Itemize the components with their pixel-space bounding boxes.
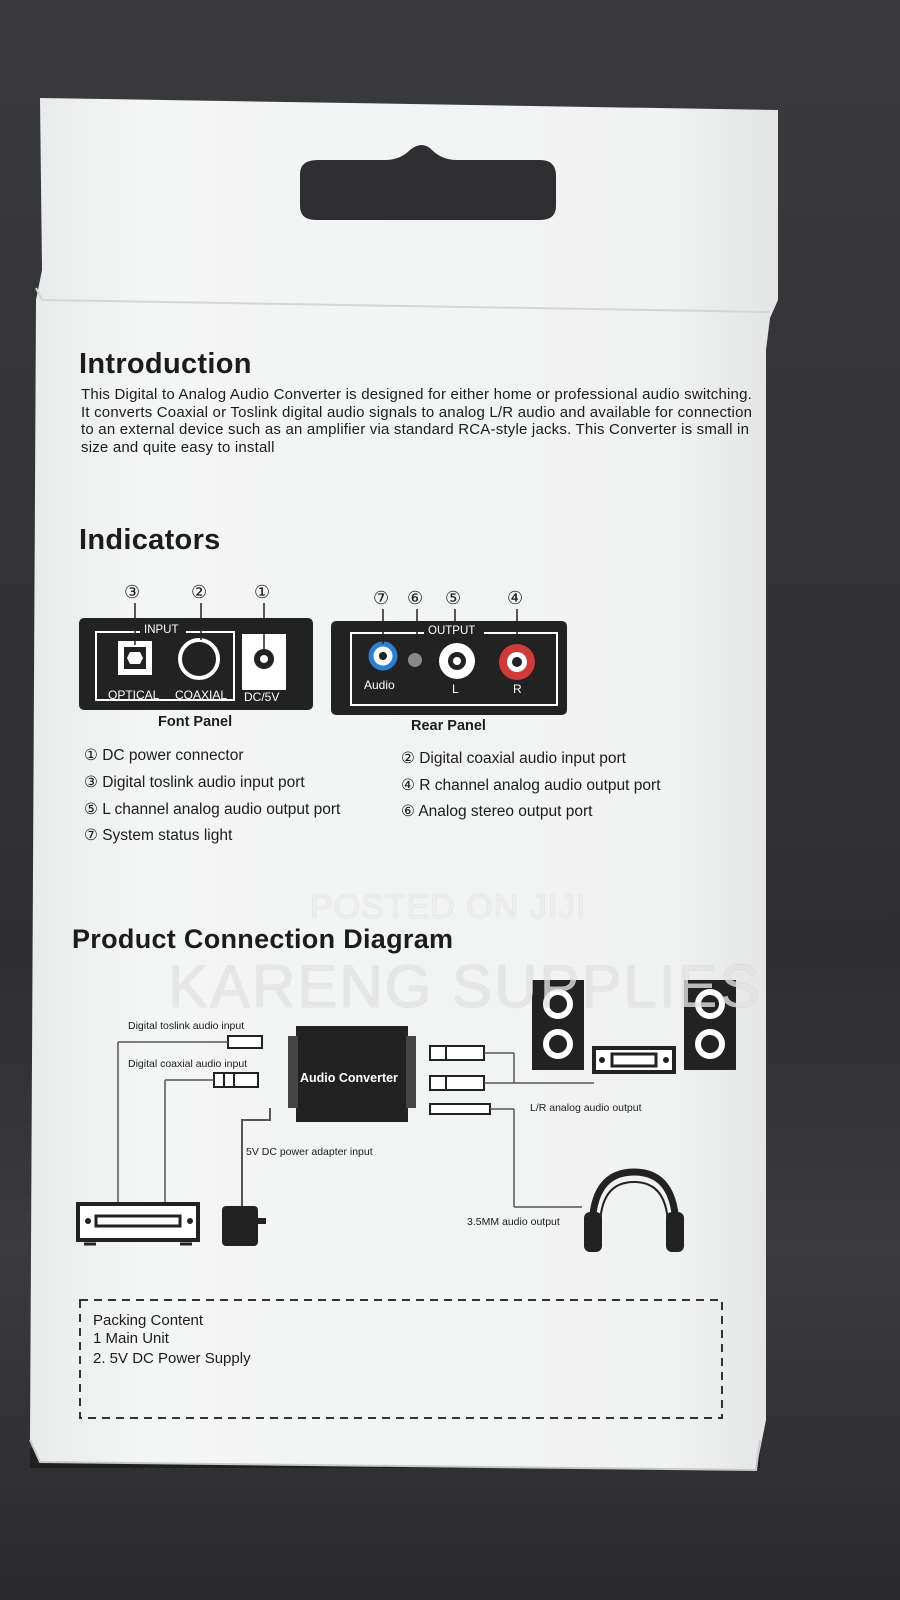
port-line-3: ③ Digital toslink audio input port — [84, 774, 305, 791]
amplifier-knob-r — [663, 1057, 669, 1063]
right-label: R — [513, 682, 522, 696]
coaxial-port — [178, 638, 220, 680]
left-jack-center — [453, 657, 461, 665]
audio-jack-center — [379, 652, 387, 660]
converter-label: Audio Converter — [300, 1071, 398, 1085]
mm-output-label: 3.5MM audio output — [467, 1216, 560, 1228]
source-player-slot — [94, 1214, 182, 1228]
front-input-label-bg — [140, 624, 186, 640]
toslink-plug — [227, 1035, 263, 1049]
port-line-1: ① DC power connector — [84, 747, 244, 764]
converter-device — [296, 1026, 408, 1122]
packing-item-1: 1 Main Unit — [93, 1330, 169, 1347]
amplifier-display — [610, 1052, 658, 1068]
port-line-4: ④ R channel analog audio output port — [401, 777, 661, 794]
num-audio: ⑦ — [373, 588, 390, 608]
watermark-seller: KARENG SUPPLIES — [168, 953, 762, 1020]
rear-panel-caption: Rear Panel — [411, 718, 486, 734]
rear-output-label: OUTPUT — [428, 625, 476, 637]
lr-output-label: L/R analog audio output — [530, 1102, 642, 1114]
source-player-button-l — [85, 1218, 91, 1224]
coaxial-label: COAXIAL — [175, 688, 228, 702]
num-coaxial: ② — [191, 582, 208, 602]
num-optical: ③ — [124, 582, 141, 602]
amplifier-knob-l — [599, 1057, 605, 1063]
headphones-cup-l — [584, 1212, 602, 1252]
packing-title: Packing Content — [93, 1312, 204, 1329]
dc-adapter — [222, 1206, 258, 1246]
speaker-right-woofer-bottom-c — [701, 1035, 719, 1053]
coaxial-input-label: Digital coaxial audio input — [128, 1058, 248, 1070]
dc-label: DC/5V — [244, 690, 280, 704]
speaker-left-woofer-top-c — [549, 995, 567, 1013]
num-light: ⑥ — [407, 588, 424, 608]
watermark-posted: POSTED ON JIJI — [310, 888, 587, 926]
optical-port-slot — [127, 652, 143, 664]
headphones-band-inner — [599, 1180, 669, 1229]
optical-label: OPTICAL — [108, 688, 160, 702]
port-line-2: ② Digital coaxial audio input port — [401, 750, 626, 767]
source-player-button-r — [187, 1218, 193, 1224]
introduction-text: This Digital to Analog Audio Converter i… — [81, 386, 753, 456]
front-panel-caption: Font Panel — [158, 714, 233, 730]
dc-cable — [241, 1108, 271, 1210]
packing-box — [79, 1299, 723, 1419]
diagram-heading: Product Connection Diagram — [72, 924, 454, 954]
audio-label: Audio — [364, 678, 395, 692]
dc-adapter-label: 5V DC power adapter input — [246, 1146, 373, 1158]
dc-port-pin — [260, 655, 268, 663]
introduction-heading: Introduction — [79, 348, 252, 380]
front-input-label: INPUT — [144, 624, 179, 636]
num-left: ⑤ — [445, 588, 462, 608]
converter-rear-bevel — [406, 1036, 416, 1108]
indicators-heading: Indicators — [79, 524, 221, 556]
packing-item-2: 2. 5V DC Power Supply — [93, 1350, 251, 1367]
rear-output-label-bg — [424, 625, 484, 641]
speaker-right-woofer-top-c — [701, 995, 719, 1013]
right-jack-center — [512, 657, 522, 667]
toslink-label: Digital toslink audio input — [128, 1020, 245, 1032]
flap-crease — [35, 287, 771, 313]
status-light — [408, 653, 422, 667]
port-line-7: ⑦ System status light — [84, 827, 233, 844]
hang-hole — [300, 145, 556, 220]
converter-front-bevel — [288, 1036, 298, 1108]
port-line-5: ⑤ L channel analog audio output port — [84, 801, 341, 818]
headphones-band — [588, 1168, 680, 1231]
port-line-6: ⑥ Analog stereo output port — [401, 803, 593, 820]
dc-adapter-prong — [256, 1218, 266, 1224]
num-right: ④ — [507, 588, 524, 608]
box-body — [30, 98, 778, 1470]
headphones-cup-r — [666, 1212, 684, 1252]
rca-plug-2 — [429, 1075, 485, 1091]
left-label: L — [452, 682, 459, 696]
speaker-left-woofer-bottom-c — [549, 1035, 567, 1053]
num-dc: ① — [254, 582, 271, 602]
coaxial-plug — [213, 1072, 259, 1088]
rca-plug-1 — [429, 1045, 485, 1061]
mm-plug — [429, 1103, 491, 1115]
box-bottom-edge — [29, 1439, 761, 1472]
